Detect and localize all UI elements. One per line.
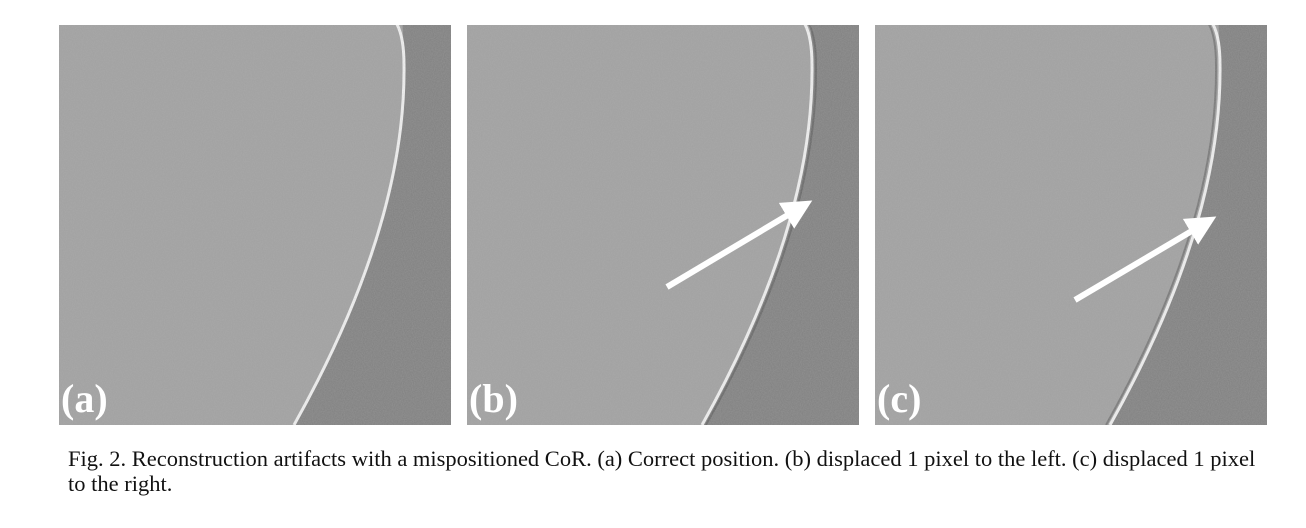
panel-b: (b) [467,25,859,425]
reconstruction-image-a [59,25,451,425]
panel-a: (a) [59,25,451,425]
arrow-annotation-c [1073,216,1217,303]
panel-c: (c) [875,25,1267,425]
figure-row: (a) (b) (c) [59,25,1267,425]
arrow-annotation-b [665,200,813,290]
noise-overlay [59,25,451,425]
reconstruction-image-b [467,25,859,425]
reconstruction-image-c [875,25,1267,425]
figure-caption: Fig. 2. Reconstruction artifacts with a … [68,446,1256,496]
panel-label-a: (a) [61,376,108,421]
panel-label-c: (c) [877,376,922,421]
panel-label-b: (b) [469,376,518,421]
noise-overlay [875,25,1267,425]
noise-overlay [467,25,859,425]
